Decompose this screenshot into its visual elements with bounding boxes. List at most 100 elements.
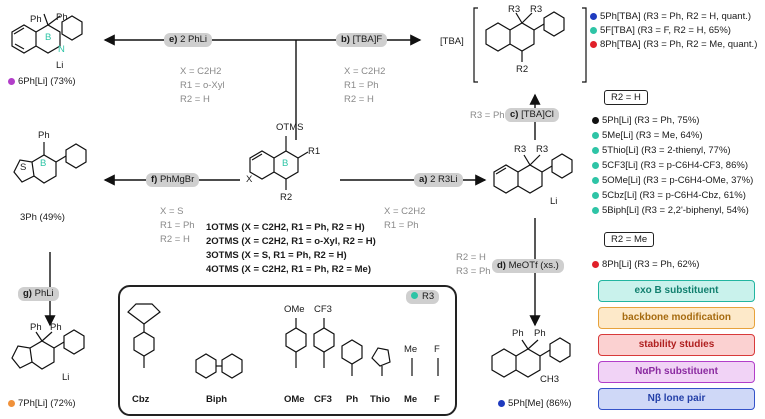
cond-b-2: R1 = Ph [344,80,379,91]
atom-li-6: Li [56,60,64,71]
cond-b-3: R2 = H [344,94,374,105]
cond-a-2: R1 = Ph [384,220,419,231]
atom-b-6: B [45,32,52,43]
cond-e-1: X = C2H2 [180,66,222,77]
dot-8ph-tba [590,41,597,48]
dot-li-3 [592,162,599,169]
structure-5ph-me [491,337,571,378]
li-item-2: 5Thio[Li] (R3 = 2-thienyl, 77%) [602,145,731,156]
atom-ph-6a: Ph [30,14,42,25]
li-item-5: 5Cbz[Li] (R3 = p-C6H4-Cbz, 61%) [602,190,746,201]
sub-top-cf3: CF3 [314,304,332,315]
atom-r3-tba-a: R3 [508,4,521,15]
start-1otms: 1OTMS (X = C2H2, R1 = Ph, R2 = H) [206,222,365,233]
atom-ch3: CH3 [540,374,560,385]
atom-b-start: B [282,158,289,169]
cond-c-1: R3 = Ph [470,110,505,121]
li-item-4: 5OMe[Li] (R3 = p-C6H4-OMe, 37%) [602,175,754,186]
sub-label-cf3: CF3 [314,394,332,405]
li-item-3: 5CF3[Li] (R3 = p-C6H4-CF3, 86%) [602,160,748,171]
structure-6ph-li [11,13,83,54]
product-3ph: 3Ph (49%) [20,212,65,223]
sub-top-ome: OMe [284,304,305,315]
li-item-1: 5Me[Li] (R3 = Me, 64%) [602,130,703,141]
atom-r3-5b: R3 [536,144,549,155]
reagent-a: a) 2 R3Li [414,173,463,187]
sub-label-biph: Biph [206,394,228,405]
legend-stability: stability studies [598,334,755,356]
dot-li-2 [592,147,599,154]
dot-6ph [8,78,15,85]
start-2otms: 2OTMS (X = C2H2, R1 = o-Xyl, R2 = H) [206,236,376,247]
sub-label-f: F [434,394,440,405]
li-item-6: 5Biph[Li] (R3 = 2,2'-biphenyl, 54%) [602,205,749,216]
product-6ph-li: 6Ph[Li] (73%) [18,76,76,87]
atom-x-start: X [246,174,253,185]
structure-start [249,136,309,190]
cond-d-1: R2 = H [456,252,486,263]
reagent-e: e) 2 PhLi [164,33,213,47]
dot-li-5 [592,192,599,199]
cond-a-1: X = C2H2 [384,206,426,217]
tba-8ph: 8Ph[TBA] (R3 = Ph, R2 = Me, quant.) [600,39,758,50]
legend-exo-b: exo B substituent [598,280,755,302]
dot-li-0 [592,117,599,124]
reagent-b: b) [TBA]F [336,33,388,47]
sub-label-cbz: Cbz [132,394,150,405]
product-7ph-li: 7Ph[Li] (72%) [18,398,76,409]
atom-r3-5a: R3 [514,144,527,155]
structure-3ph [13,142,87,184]
dot-li-8ph [592,261,599,268]
substituent-box [118,285,457,416]
legend-backbone: backbone modification [598,307,755,329]
sub-top-me: Me [404,344,418,355]
tba-5ph: 5Ph[TBA] (R3 = Ph, R2 = H, quant.) [600,11,752,22]
reagent-g: g) PhLi [18,287,59,301]
atom-r3-tba-b: R3 [530,4,543,15]
cond-e-2: R1 = o-Xyl [180,80,225,91]
sub-label-me: Me [404,394,418,405]
atom-b-3: B [40,158,47,169]
tba-5f: 5F[TBA] (R3 = F, R2 = H, 65%) [600,25,731,36]
cond-f-3: R2 = H [160,234,190,245]
atom-r2-start: R2 [280,192,293,203]
dot-li-4 [592,177,599,184]
substituent-structures [127,303,439,379]
atom-ph-3: Ph [38,130,50,141]
structure-tba [473,7,587,83]
header-r2-h: R2 = H [604,90,648,105]
cond-f-1: X = S [160,206,184,217]
atom-r2-tba: R2 [516,64,529,75]
substituent-tag: R3 [406,290,440,304]
dot-li-1 [592,132,599,139]
li-item-8ph: 8Ph[Li] (R3 = Ph, 62%) [602,259,700,270]
atom-ph-7a: Ph [30,322,42,333]
sub-label-thio: Thio [370,394,391,405]
dot-5f-tba [590,27,597,34]
sub-label-ome: OMe [284,394,305,405]
atom-ph-5me-b: Ph [534,328,546,339]
reagent-f: f) PhMgBr [146,173,200,187]
dot-li-6 [592,207,599,214]
header-r2-me: R2 = Me [604,232,655,247]
reagent-d: d) MeOTf (xs.) [492,259,564,273]
structure-5-li [493,153,573,194]
dot-7ph [8,400,15,407]
atom-li-7: Li [62,372,70,383]
atom-n-6: N [58,44,65,55]
legend-nb-lone-pair: Nβ lone pair [598,388,755,410]
sub-label-ph: Ph [346,394,359,405]
cond-b-1: X = C2H2 [344,66,386,77]
structure-7ph-li [11,329,85,370]
atom-ph-6b: Ph [56,12,68,23]
sub-top-f: F [434,344,440,355]
product-5ph-me: 5Ph[Me] (86%) [508,398,572,409]
start-3otms: 3OTMS (X = S, R1 = Ph, R2 = H) [206,250,347,261]
dot-5phme [498,400,505,407]
atom-li-5: Li [550,196,558,207]
cond-f-2: R1 = Ph [160,220,195,231]
start-4otms: 4OTMS (X = C2H2, R1 = Ph, R2 = Me) [206,264,371,275]
atom-s-3: S [20,162,27,173]
